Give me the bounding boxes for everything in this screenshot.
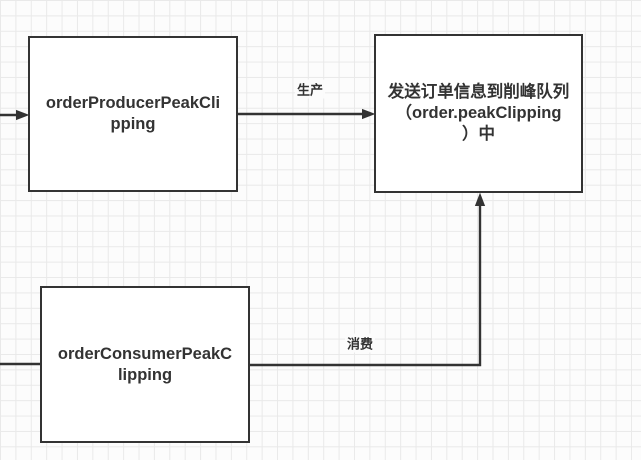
edge-into-producer [0,109,30,121]
node-peak-clipping-queue: 发送订单信息到削峰队列 （order.peakClipping ）中 [374,34,583,193]
node-order-producer: orderProducerPeakCli pping [28,36,238,192]
edge-label-consume: 消费 [344,333,376,353]
edge-produce [238,108,376,120]
node-order-consumer: orderConsumerPeakC lipping [40,286,250,443]
node-order-consumer-label: orderConsumerPeakC lipping [57,344,233,384]
node-peak-clipping-queue-label: 发送订单信息到削峰队列 （order.peakClipping ）中 [387,83,570,143]
node-order-producer-label: orderProducerPeakCli pping [45,94,221,133]
edge-label-produce: 生产 [294,79,326,99]
